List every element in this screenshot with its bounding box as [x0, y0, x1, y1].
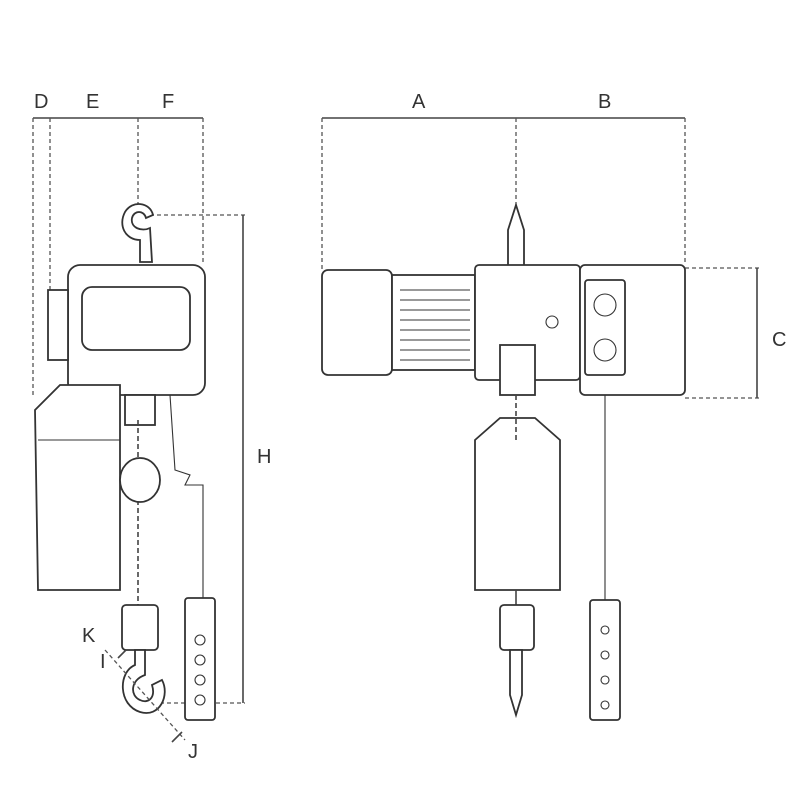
pendant-button — [194, 654, 206, 666]
chain-guide-front — [499, 344, 536, 396]
brake-cover-top — [593, 293, 617, 317]
label-k: K — [82, 625, 96, 647]
label-h: H — [257, 446, 271, 468]
pendant-button — [600, 675, 610, 685]
dimension-line-ij — [104, 649, 186, 741]
chain-sprocket — [119, 457, 161, 503]
label-i: I — [100, 651, 106, 673]
label-j: J — [188, 741, 198, 763]
label-a: A — [412, 91, 426, 113]
label-b: B — [598, 91, 611, 113]
tick-j — [171, 731, 183, 743]
gearbox-plug — [545, 315, 559, 329]
side-bracket — [47, 289, 69, 361]
pendant-button — [600, 650, 610, 660]
pendant-control-side — [184, 597, 216, 721]
control-panel — [584, 279, 626, 376]
top-hook-front — [507, 202, 525, 271]
front-view: A B C — [321, 91, 786, 721]
cooling-fins — [400, 289, 470, 361]
body-window — [81, 286, 191, 351]
label-e: E — [86, 91, 99, 113]
bottom-block-front — [499, 604, 535, 651]
label-c: C — [772, 329, 786, 351]
pendant-cable-side — [169, 394, 204, 600]
chain-bag-front — [474, 417, 561, 591]
brake-cover-bottom — [593, 338, 617, 362]
chain-bag-side — [34, 384, 121, 591]
pendant-button — [600, 700, 610, 710]
bottom-hook-front — [509, 649, 523, 719]
tick-i — [117, 649, 127, 659]
label-f: F — [162, 91, 174, 113]
motor-fins — [391, 274, 476, 371]
pendant-button — [194, 634, 206, 646]
bottom-block — [121, 604, 159, 651]
chain-guide — [124, 394, 156, 426]
pendant-button — [194, 674, 206, 686]
pendant-button — [194, 694, 206, 706]
side-view: D E F H K I J — [32, 91, 271, 763]
top-hook — [121, 203, 155, 263]
motor-end-cap — [321, 269, 393, 376]
label-d: D — [34, 91, 48, 113]
pendant-control-front — [589, 599, 621, 721]
pendant-button — [600, 625, 610, 635]
bottom-hook — [121, 649, 166, 714]
